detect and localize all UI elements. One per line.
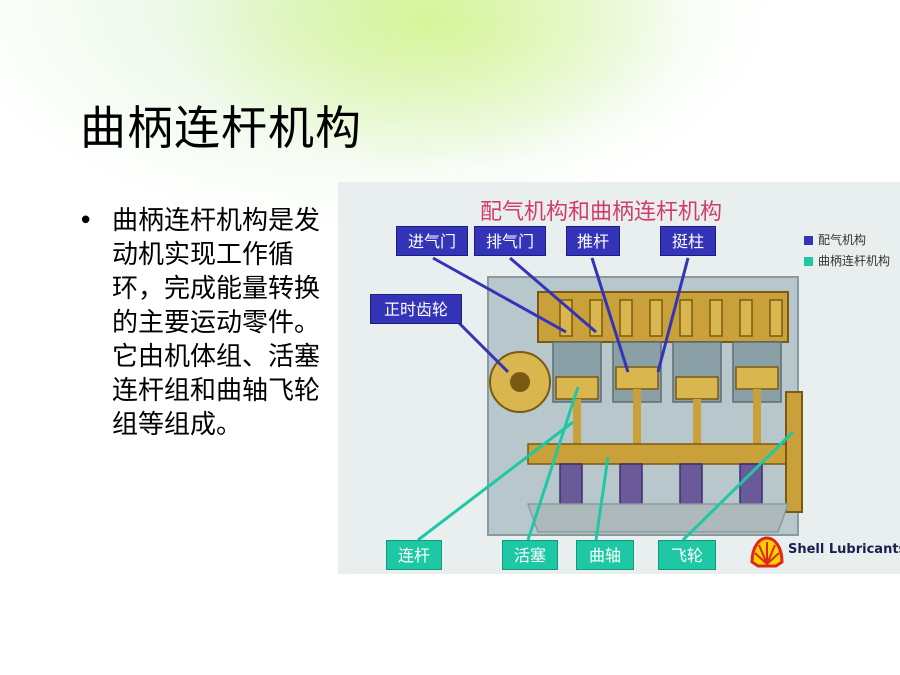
legend-swatch-blue [804,236,813,245]
legend-item-valve-train: 配气机构 [804,232,900,249]
legend-item-crank-mechanism: 曲柄连杆机构 [804,253,900,270]
callout-push-rod: 推杆 [566,226,620,256]
slide-title: 曲柄连杆机构 [80,101,362,155]
crank-leader-lines [417,386,795,542]
engine-illustration [417,256,803,542]
connecting-rods [573,389,761,452]
shell-brand: Shell Lubricants [750,534,900,570]
figure-title: 配气机构和曲柄连杆机构 [480,200,723,225]
oil-pan [526,503,790,533]
brand-name: Shell Lubricants [788,542,900,557]
valve-springs [559,299,783,337]
crank-counterweights [559,463,763,505]
legend-label: 曲柄连杆机构 [818,254,891,268]
callout-flywheel: 飞轮 [658,540,716,570]
shell-logo-icon [750,536,784,568]
callout-connecting-rod: 连杆 [386,540,442,570]
callout-exhaust-valve: 排气门 [474,226,546,256]
callout-intake-valve: 进气门 [396,226,468,256]
callout-tappet: 挺柱 [660,226,716,256]
callout-piston: 活塞 [502,540,558,570]
bullet-marker: • [78,206,94,236]
crankshaft [527,443,789,465]
legend-label: 配气机构 [818,233,867,247]
valve-train-leader-lines [432,256,690,374]
figure-legend: 配气机构 曲柄连杆机构 [804,232,900,274]
callout-timing-gear: 正时齿轮 [370,294,462,324]
bullet-text: 曲柄连杆机构是发动机实现工作循环，完成能量转换的主要运动零件。它由机体组、活塞连… [112,206,321,440]
flywheel-shape [785,391,803,513]
callout-crankshaft: 曲轴 [576,540,634,570]
engine-diagram: 配气机构和曲柄连杆机构 进气门 排气门 推杆 挺柱 正时齿轮 连杆 活塞 曲轴 … [338,182,900,574]
legend-swatch-teal [804,257,813,266]
